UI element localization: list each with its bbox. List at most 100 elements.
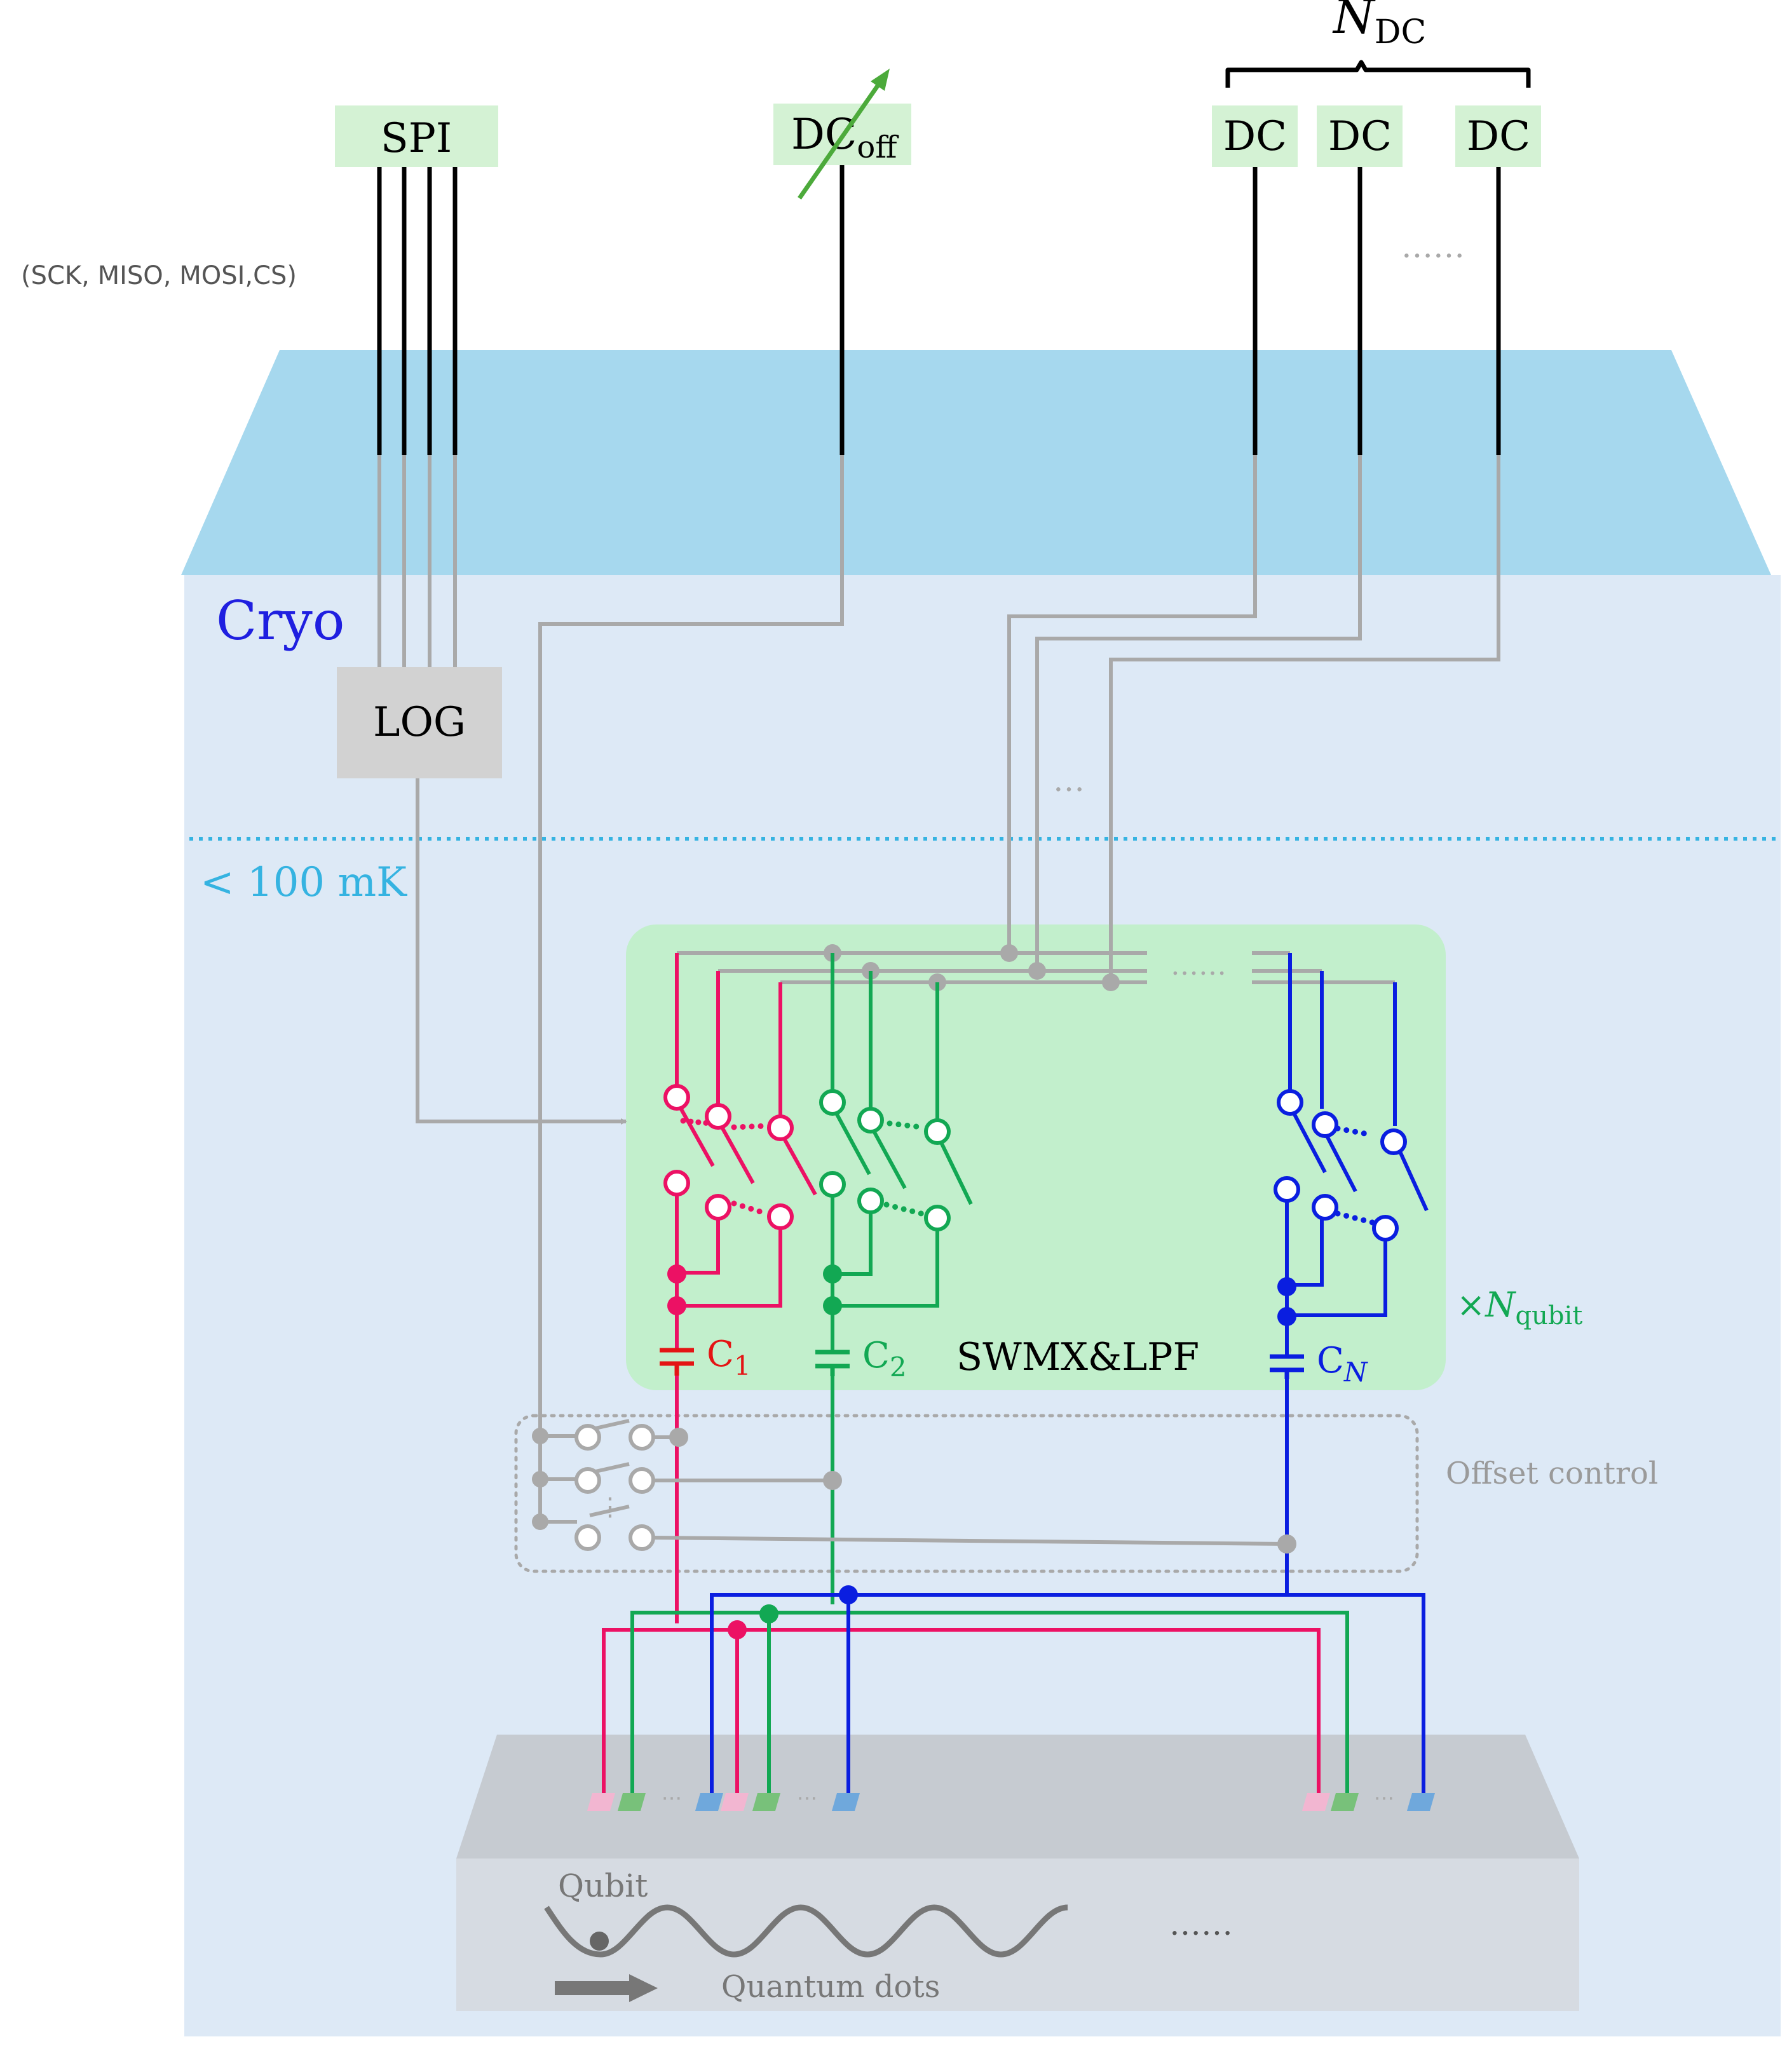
- routing-junctions: [728, 1585, 858, 1639]
- routing-red: [602, 1628, 1321, 1793]
- n-dc-brace: NDC: [1225, 0, 1531, 88]
- offset-dots: ⋮: [597, 1493, 623, 1522]
- temp-label: < 100 mK: [200, 859, 407, 906]
- switch-icon: [663, 1170, 690, 1196]
- switch-icon: [705, 1194, 731, 1221]
- switch-icon: [629, 1524, 655, 1551]
- switch-icon: [1277, 1089, 1303, 1116]
- cap-1-main: C: [707, 1334, 734, 1375]
- gate-pads: [587, 1793, 1435, 1811]
- log-box: [337, 667, 502, 778]
- switch-icon: [924, 1118, 951, 1145]
- n-dc-main: N: [1332, 0, 1376, 44]
- offset-control-box: [514, 1414, 1419, 1573]
- dc-offset-source: DCoff: [773, 69, 911, 200]
- switch-icon: [1274, 1176, 1300, 1203]
- fan-ellipsis: …: [1053, 762, 1085, 799]
- dc-box-1: [1212, 105, 1298, 167]
- pad-ellipsis-3: ···: [1374, 1786, 1394, 1811]
- potential-wave: [544, 1904, 1068, 1958]
- quantum-dots-label: Quantum dots: [721, 1969, 940, 2005]
- qubit-dot-icon: [590, 1932, 609, 1951]
- multiplier-main: N: [1484, 1285, 1516, 1325]
- multiplier-label: ×Nqubit: [1457, 1285, 1582, 1331]
- switch-icon: [705, 1103, 731, 1130]
- switch-icon: [767, 1114, 794, 1141]
- tunable-arrow-icon: [798, 69, 890, 200]
- dc-sources: DC DC DC ……: [1212, 105, 1541, 265]
- dc-off-sub: off: [857, 130, 899, 165]
- switch-icon: [574, 1467, 601, 1494]
- log-block: LOG: [337, 667, 502, 778]
- cap-label-2: C2: [862, 1335, 907, 1383]
- dc-off-main: DC: [791, 110, 857, 159]
- capacitor-icon: [660, 1348, 694, 1376]
- spi-box: [335, 105, 498, 167]
- pad-green: [752, 1793, 780, 1811]
- pad-blue: [832, 1793, 860, 1811]
- source-wires: [377, 165, 1501, 455]
- cap-label-n: CN: [1317, 1340, 1368, 1388]
- gray-wiring: [377, 455, 1500, 1522]
- pad-blue: [695, 1793, 723, 1811]
- spi-signals-label: (SCK, MISO, MOSI,CS): [21, 261, 297, 290]
- spi-label: SPI: [381, 115, 452, 162]
- cryo-label: Cryo: [216, 590, 344, 652]
- switch-icon: [819, 1089, 846, 1116]
- cap-label-1: C1: [707, 1334, 751, 1381]
- switch-icon: [574, 1524, 601, 1551]
- switch-icon: [629, 1424, 655, 1451]
- pad-blue: [1407, 1793, 1435, 1811]
- multiplier-prefix: ×: [1457, 1285, 1485, 1325]
- switch-icon: [629, 1467, 655, 1494]
- switch-icon: [1380, 1128, 1407, 1155]
- cap-n-sub: N: [1343, 1357, 1368, 1388]
- dc-box-2: [1317, 105, 1403, 167]
- n-dc-sub: DC: [1375, 13, 1426, 51]
- switch-matrix-blue: [1274, 953, 1429, 1587]
- capacitor-icon: [1270, 1354, 1304, 1379]
- switch-icon: [1312, 1111, 1338, 1138]
- junctions-red: [667, 1264, 686, 1315]
- cap-2-sub: 2: [890, 1351, 907, 1383]
- n-dc-label: NDC: [1332, 0, 1426, 51]
- switch-icon: [1372, 1215, 1399, 1242]
- spi-source: SPI: [335, 105, 498, 167]
- pad-green: [1331, 1793, 1359, 1811]
- switch-icon: [924, 1205, 951, 1231]
- switch-icon: [857, 1188, 884, 1214]
- routing-blue: [710, 1587, 1425, 1793]
- pad-ellipsis-1: ···: [662, 1786, 682, 1811]
- dc-label-3: DC: [1467, 113, 1530, 160]
- dc-ellipsis: ……: [1401, 228, 1465, 265]
- pad-ellipsis-2: ···: [797, 1786, 817, 1811]
- junctions-green: [823, 1264, 842, 1315]
- swmx-label: SWMX&LPF: [956, 1335, 1199, 1379]
- bus-ellipsis: ……: [1171, 949, 1226, 982]
- arrow-icon: [555, 1974, 658, 2002]
- chip-ellipsis: ……: [1169, 1906, 1233, 1942]
- junctions-blue: [1277, 1277, 1296, 1326]
- offset-junctions: [532, 1428, 1296, 1554]
- qubit-label: Qubit: [558, 1867, 648, 1904]
- switch-icon: [574, 1424, 601, 1451]
- cap-n-main: C: [1317, 1340, 1344, 1381]
- switch-icon: [767, 1203, 794, 1230]
- dc-label-1: DC: [1223, 113, 1287, 160]
- dc-label-2: DC: [1328, 113, 1392, 160]
- log-label: LOG: [373, 699, 466, 746]
- switch-icon: [1312, 1194, 1338, 1221]
- switch-icon: [857, 1107, 884, 1134]
- pad-red: [587, 1793, 615, 1811]
- pad-red: [721, 1793, 749, 1811]
- switch-icon: [819, 1171, 846, 1198]
- pad-green: [618, 1793, 646, 1811]
- dc-box-3: [1455, 105, 1541, 167]
- capacitor-icon: [815, 1350, 850, 1376]
- offset-control-label: Offset control: [1446, 1456, 1658, 1491]
- switch-matrix-red: [663, 953, 817, 1623]
- cap-2-main: C: [862, 1335, 890, 1376]
- pad-red: [1302, 1793, 1330, 1811]
- multiplier-sub: qubit: [1516, 1301, 1583, 1331]
